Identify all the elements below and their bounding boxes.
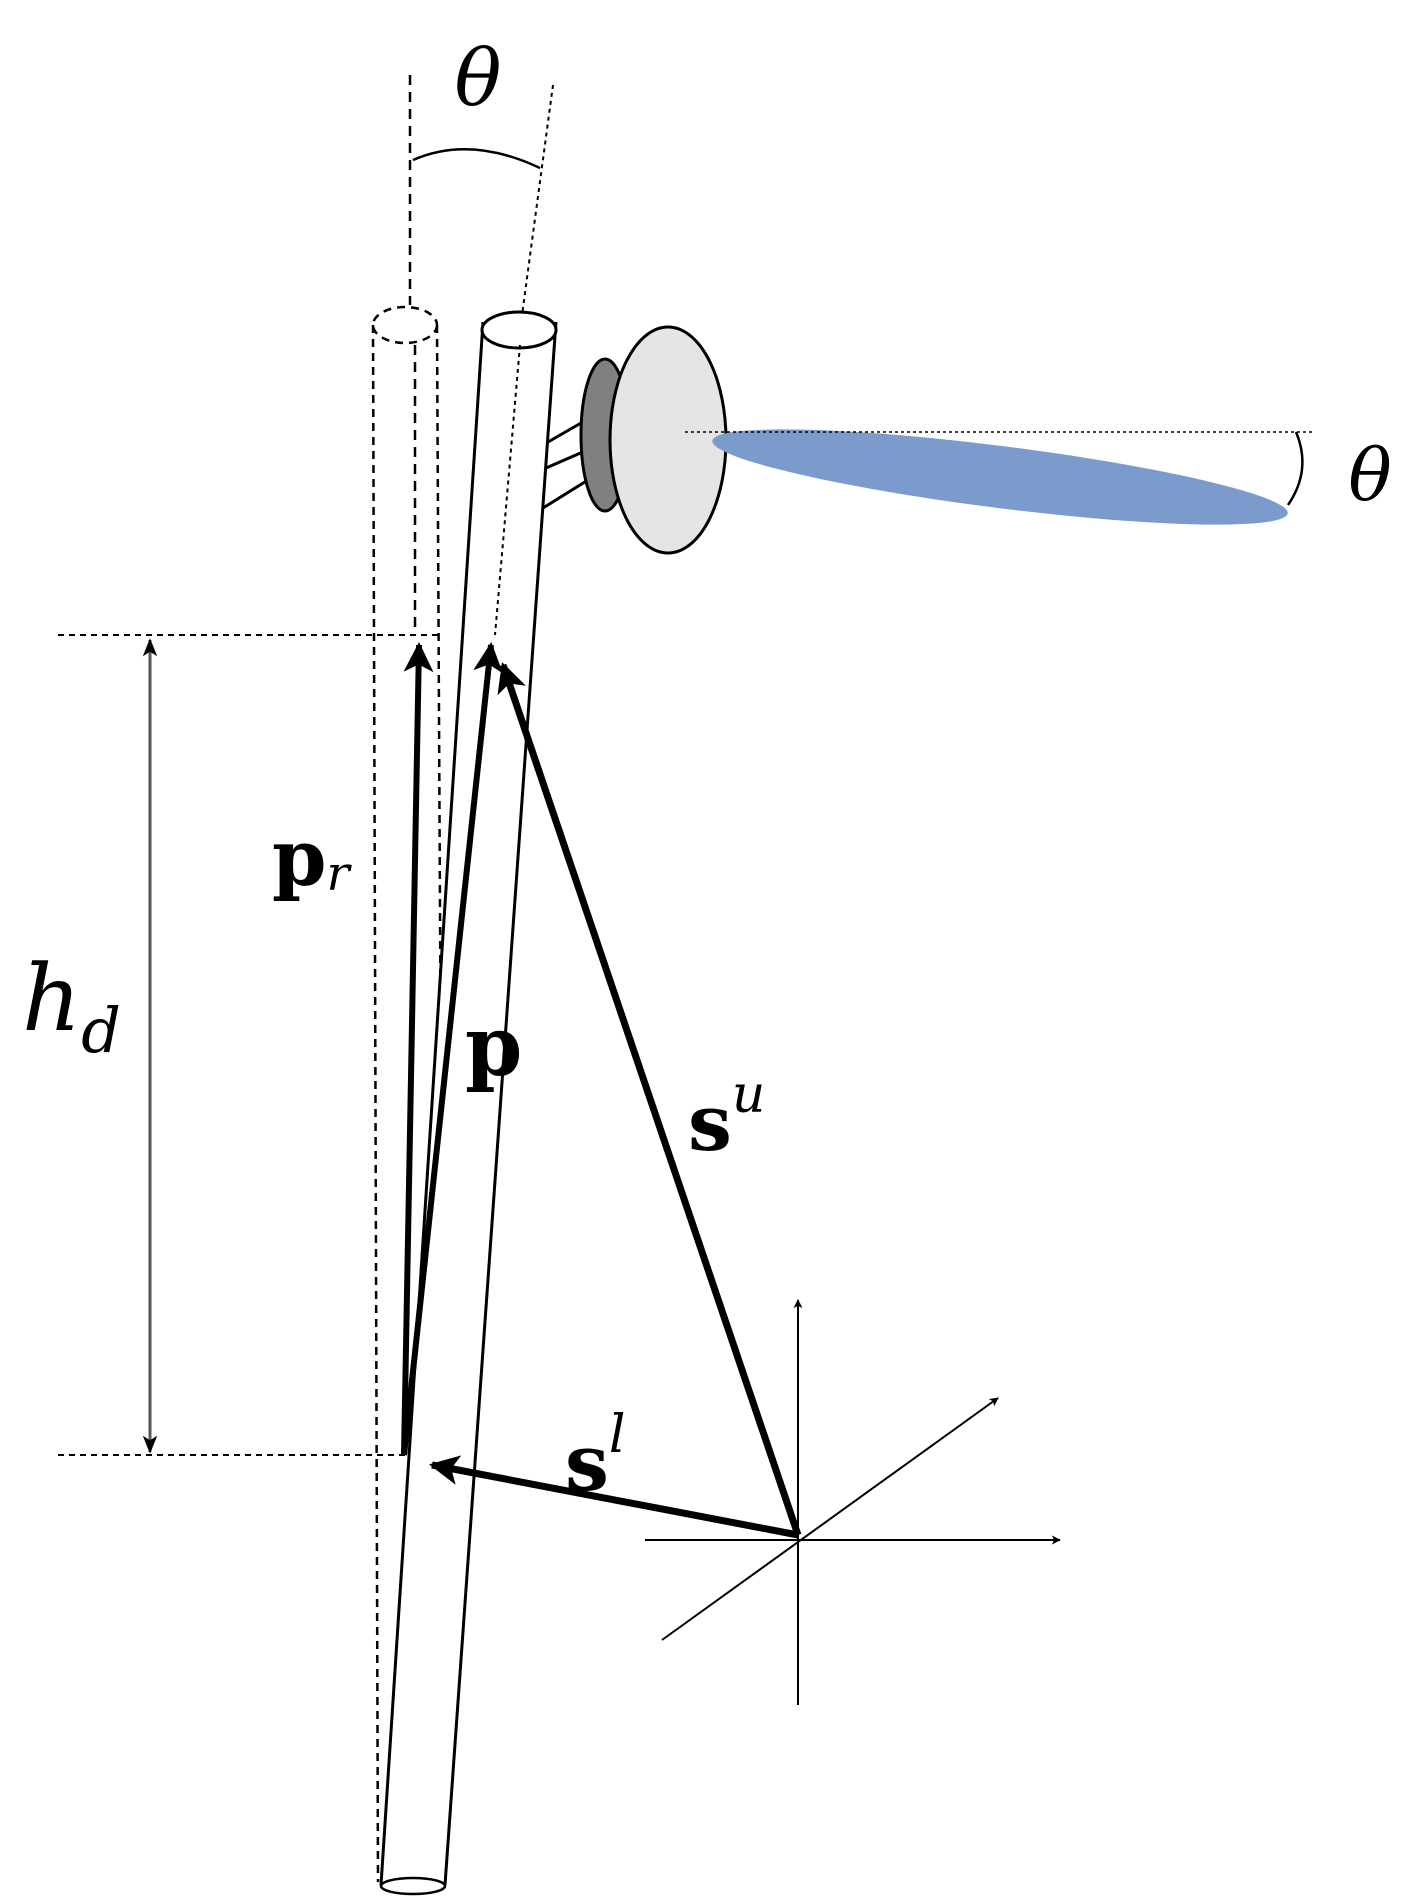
tilted-pole-left-edge [379,321,485,1886]
sl-label-main: s [565,1418,609,1509]
tilted-pole-axis [494,344,521,636]
tilted-pole-body [381,322,556,1885]
reference-pole [371,305,447,1883]
vector-pr [401,642,434,1456]
theta-angle-top: θ [408,34,554,331]
sensor-disc [608,325,728,555]
height-label: hd [22,945,121,1067]
position-vectors [401,642,802,1539]
height-dimension: hd [22,634,440,1456]
theta-label-right: θ [1348,433,1391,517]
reference-pole-right-edge [435,324,447,1883]
pr-label: pr [272,813,353,904]
tilted-pole [379,310,558,1896]
tilted-pole-right-edge [443,321,558,1886]
vector-sl [429,1455,799,1539]
mount-arm-3 [542,478,589,510]
reference-pole-top [371,305,439,345]
vector-p [401,642,504,1456]
p-label: p [465,999,522,1095]
sl-label: sl [565,1405,626,1509]
height-label-sub: d [81,994,121,1067]
tilted-pole-top [480,310,558,350]
su-label-sup: u [732,1065,766,1125]
su-label: su [688,1065,765,1169]
vector-su [497,662,802,1537]
pr-label-sub: r [327,846,353,902]
su-label-main: s [688,1078,732,1169]
height-label-main: h [22,945,81,1052]
y-axis [661,1397,999,1641]
sl-label-sup: l [609,1405,626,1465]
theta-arc-right [1286,431,1304,506]
tilted-reference-line [519,84,554,331]
reference-pole-left-edge [371,324,380,1883]
theta-label-top: θ [455,34,502,124]
sensor-beam [712,429,1288,525]
sensor-assembly: θ [542,325,1392,555]
pole-bottom [379,1876,447,1896]
theta-arc [412,147,541,170]
coordinate-frame [645,1299,1061,1705]
pr-label-main: p [272,813,327,904]
